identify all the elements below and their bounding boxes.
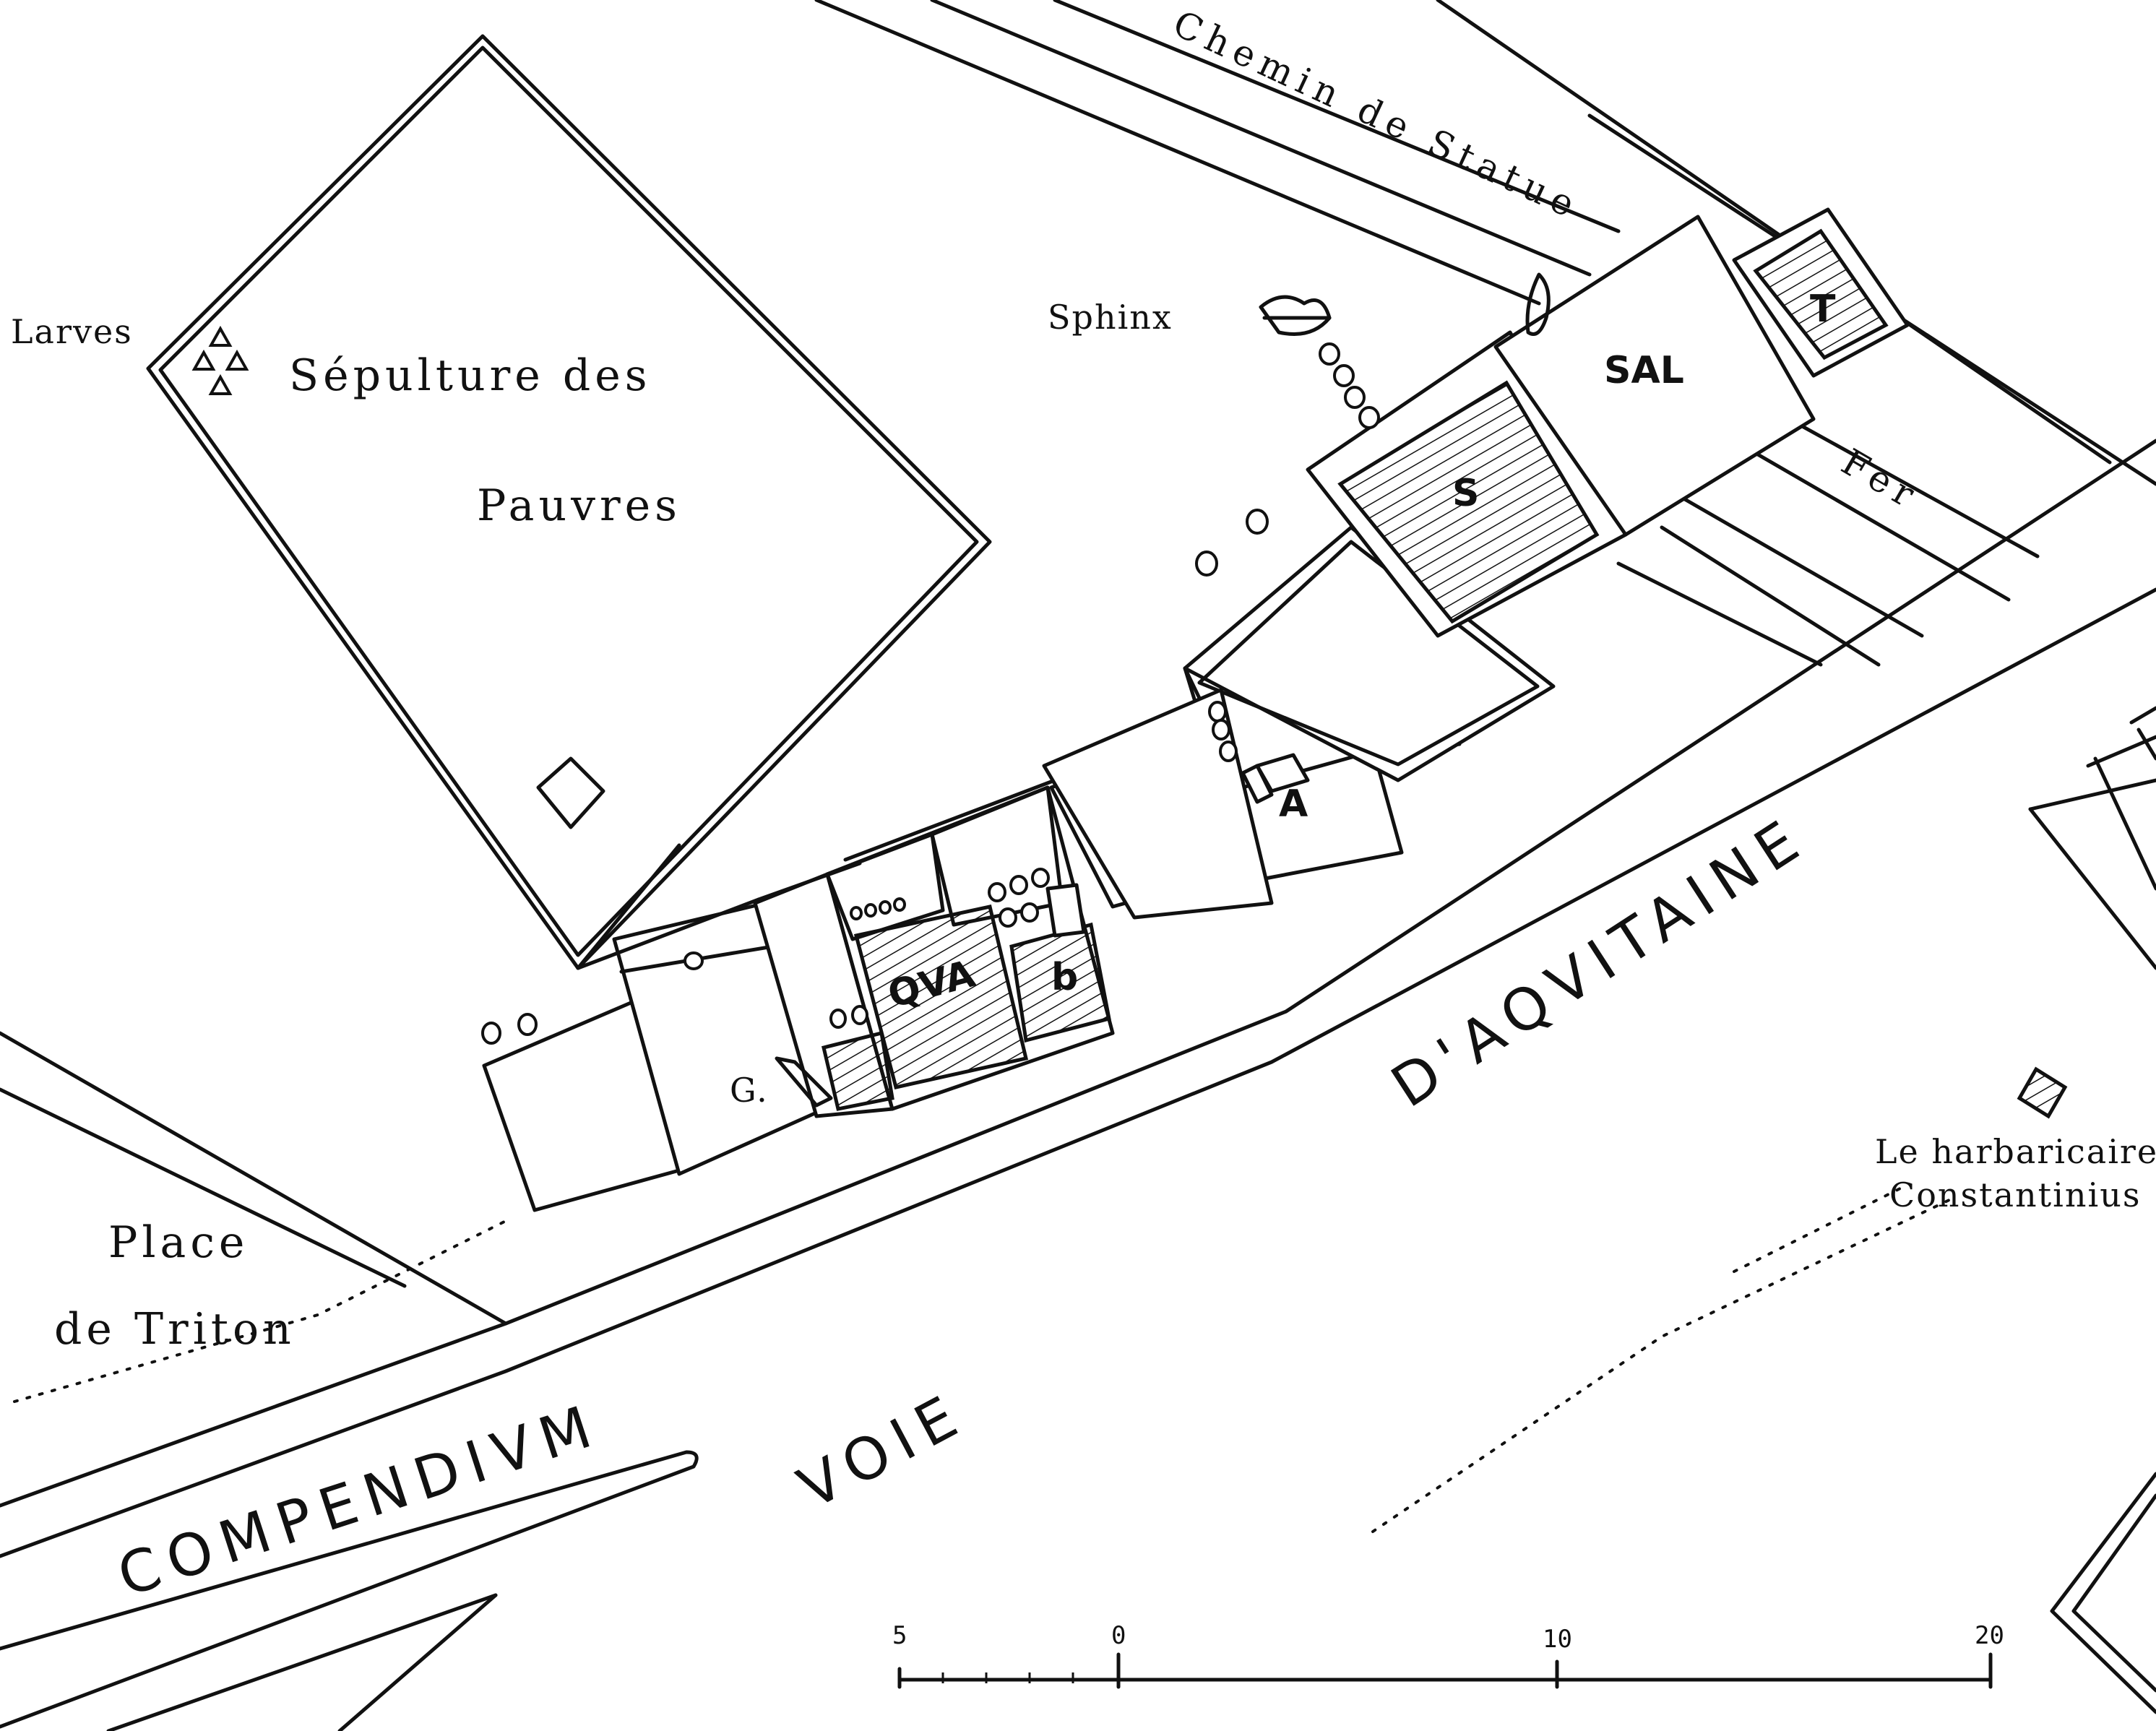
dotted-survey-lines: [13, 1183, 1952, 1533]
sphinx-figure: [1259, 295, 1332, 336]
statue-figure: [1525, 272, 1551, 336]
label-sphinx: Sphinx: [1048, 298, 1173, 337]
label-aquitaine: D'AQVITAINE: [1380, 803, 1819, 1121]
voie-aquitaine-road: [0, 439, 2156, 1558]
label-barbaricaire-line1: Le harbaricaire: [1875, 1132, 2156, 1171]
label-voie: VOIE: [788, 1379, 976, 1522]
barbaricaire-marker: [2017, 1066, 2068, 1119]
column-bases: [481, 342, 1380, 1045]
label-barbaricaire-line2: Constantinius: [1889, 1175, 2141, 1214]
label-s: S: [1452, 472, 1479, 515]
compendium-road: [0, 1450, 699, 1731]
label-b: b: [1051, 956, 1078, 999]
label-larves: Larves: [11, 312, 133, 351]
scale-label-20: 20: [1975, 1621, 2004, 1650]
right-edge-structures: [2028, 706, 2156, 1714]
scale-label-0: 0: [1111, 1621, 1126, 1650]
label-g: G.: [730, 1071, 769, 1110]
sepulture-des-pauvres-enclosure: [146, 34, 992, 970]
larves-markers: [191, 325, 249, 395]
place-de-triton-lines: [0, 1031, 508, 1326]
label-place-line2: de Triton: [54, 1304, 296, 1355]
label-sepulture-line1: Sépulture des: [289, 350, 652, 401]
scale-label-10: 10: [1543, 1625, 1572, 1654]
label-sepulture-line2: Pauvres: [477, 480, 681, 531]
label-a: A: [1279, 782, 1308, 826]
scale-label-5: 5: [892, 1621, 907, 1650]
building-complex: [482, 207, 1910, 1212]
label-chemin-de-statue: Chemin de Statue: [1167, 2, 1587, 228]
label-t: T: [1810, 288, 1836, 331]
label-place-line1: Place: [108, 1217, 249, 1268]
scale-bar: [897, 1652, 1993, 1689]
label-sal: SAL: [1604, 349, 1684, 392]
